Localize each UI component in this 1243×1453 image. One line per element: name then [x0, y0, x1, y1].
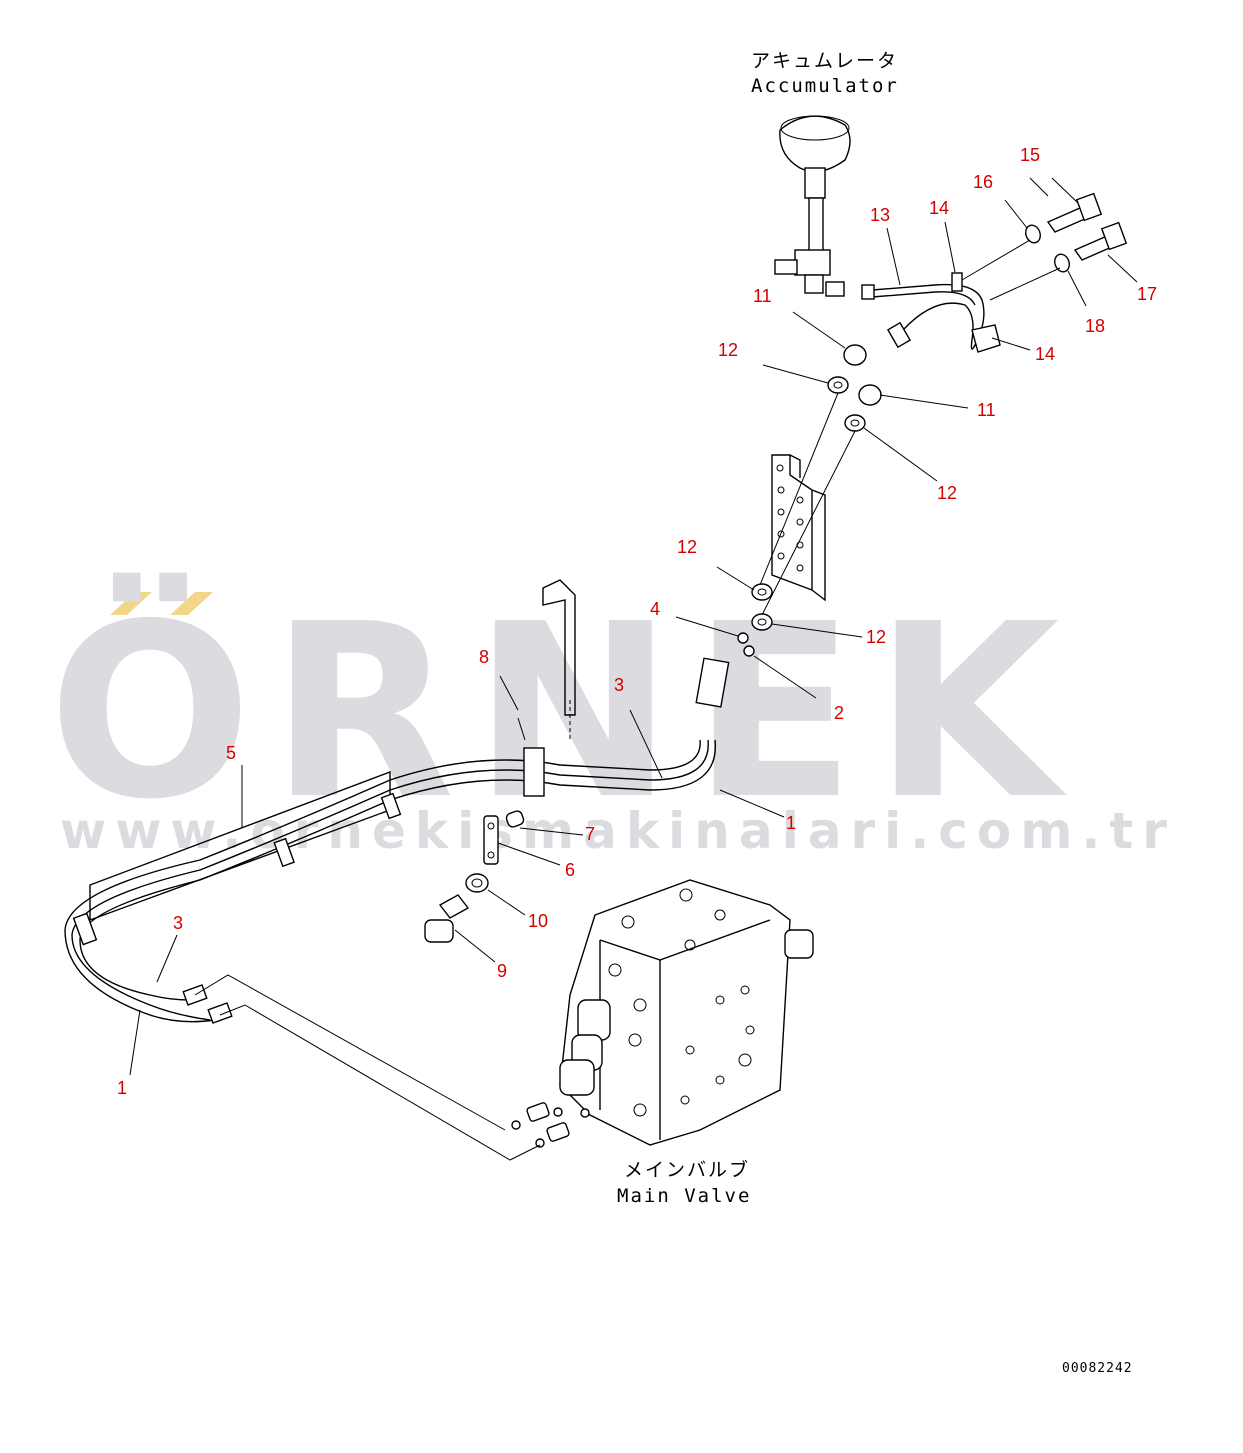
callout-1-upper: 1 [786, 813, 796, 833]
callout-12-b: 12 [937, 483, 957, 503]
callout-11-upper: 11 [753, 286, 772, 306]
callout-3-upper: 3 [614, 675, 624, 695]
fittings-lower [737, 583, 773, 657]
callout-1-lower: 1 [117, 1078, 127, 1098]
valve-fittings [194, 974, 590, 1161]
main-valve [559, 879, 814, 1146]
bracket-8 [523, 579, 576, 797]
callout-3-lower: 3 [173, 913, 183, 933]
callout-2: 2 [834, 703, 844, 723]
fittings-upper [759, 344, 882, 616]
drawing-number: 00082242 [1062, 1361, 1133, 1376]
hose-13 [861, 272, 1001, 353]
callout-14-lower: 14 [1035, 344, 1055, 364]
callout-9: 9 [497, 961, 507, 981]
callout-10: 10 [528, 911, 548, 931]
watermark: ÖRNEK www.ornekismakinalari.com.tr [48, 571, 1176, 860]
callout-12-c: 12 [677, 537, 697, 557]
callout-4: 4 [650, 599, 660, 619]
callout-8: 8 [479, 647, 489, 667]
watermark-url: www.ornekismakinalari.com.tr [60, 802, 1176, 860]
accumulator-label-jp: アキュムレータ [751, 50, 898, 72]
callout-16: 16 [973, 172, 993, 192]
hoses-main [64, 657, 730, 1024]
callout-18: 18 [1085, 316, 1105, 336]
callout-7: 7 [585, 824, 595, 844]
bolts-washers [961, 192, 1128, 301]
accumulator-label-en: Accumulator [751, 75, 899, 97]
watermark-accent-right [170, 592, 213, 615]
callout-13: 13 [870, 205, 890, 225]
bracket-vertical [771, 454, 826, 602]
watermark-accent-left [110, 592, 152, 615]
callout-15: 15 [1020, 145, 1040, 165]
leader-lines [129, 177, 1138, 1076]
main-valve-label-en: Main Valve [617, 1185, 751, 1207]
callout-12-a: 12 [718, 340, 738, 360]
callout-17: 17 [1137, 284, 1157, 304]
hose-clamps [72, 792, 402, 946]
callout-14-upper: 14 [929, 198, 949, 218]
clamp-hardware [424, 810, 525, 943]
watermark-brand: ÖRNEK [48, 571, 1078, 852]
callouts: 1 1 2 3 3 4 5 6 7 8 9 10 11 11 12 12 12 … [117, 145, 1157, 1098]
callout-12-d: 12 [866, 627, 886, 647]
accumulator [774, 115, 851, 297]
main-valve-label-jp: メインバルブ [624, 1158, 750, 1181]
callout-11-lower: 11 [977, 400, 996, 420]
callout-5: 5 [226, 743, 236, 763]
callout-6: 6 [565, 860, 575, 880]
